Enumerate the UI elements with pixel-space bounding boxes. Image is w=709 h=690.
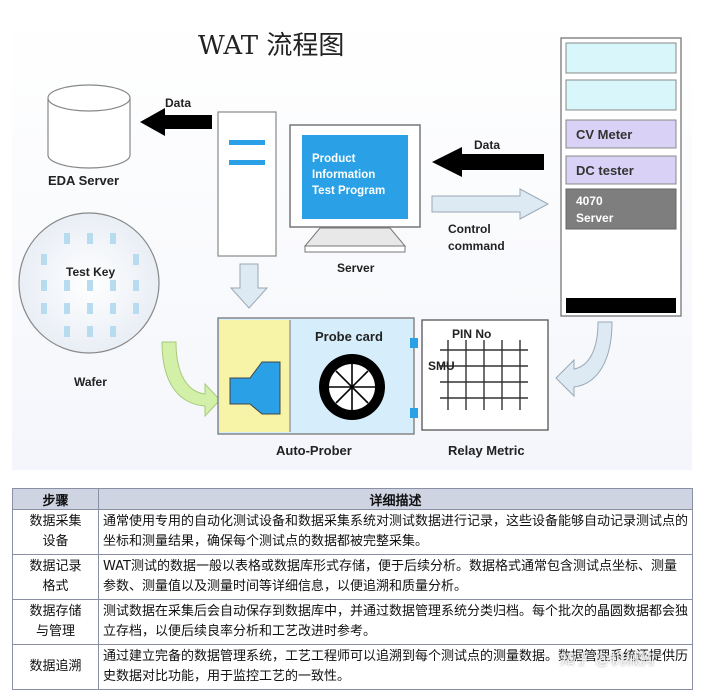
green-curved-arrow-icon xyxy=(161,341,221,418)
pin-no-label: PIN No xyxy=(452,327,491,341)
step-cell: 数据存储与管理 xyxy=(12,599,99,645)
server-4070-panel xyxy=(565,188,677,230)
step-cell: 数据采集设备 xyxy=(12,509,99,555)
table-row: 数据存储与管理 测试数据在采集后会自动保存到数据库中，并通过数据管理系统分类归档… xyxy=(12,599,693,645)
header-description: 详细描述 xyxy=(98,488,693,510)
step-cell: 数据记录格式 xyxy=(12,554,99,600)
auto-prober xyxy=(217,317,418,435)
monitor-text-test-program: Test Program xyxy=(312,185,385,197)
auto-prober-label: Auto-Prober xyxy=(276,443,352,458)
relay-metric-label: Relay Metric xyxy=(448,443,525,458)
description-cell: 通常使用专用的自动化测试设备和数据采集系统对测试数据进行记录，这些设备能够自动记… xyxy=(98,509,693,555)
dc-tester-label: DC tester xyxy=(576,163,634,178)
cv-meter-label: CV Meter xyxy=(576,127,632,142)
table-header-row: 步骤 详细描述 xyxy=(12,488,693,510)
description-cell: 通过建立完备的数据管理系统，工艺工程师可以追溯到每个测试点的测量数据。数据管理系… xyxy=(98,644,693,690)
probe-card-label: Probe card xyxy=(315,329,383,344)
test-rack xyxy=(560,37,682,317)
rack-slot-1 xyxy=(565,42,677,74)
step-cell: 数据追溯 xyxy=(12,644,99,690)
table-row: 数据记录格式 WAT测试的数据一般以表格或数据库形式存储，便于后续分析。数据格式… xyxy=(12,554,693,600)
control-command-label-line1: Control xyxy=(448,222,491,236)
cv-meter-panel xyxy=(565,119,677,149)
wat-data-table-wrapper: 步骤 详细描述 数据采集设备 通常使用专用的自动化测试设备和数据采集系统对测试数… xyxy=(12,488,693,690)
wat-flow-diagram: WAT 流程图 EDA Server Data Product Informat… xyxy=(12,12,692,470)
table-row: 数据采集设备 通常使用专用的自动化测试设备和数据采集系统对测试数据进行记录，这些… xyxy=(12,509,693,555)
rack-slot-2 xyxy=(565,79,677,111)
data-left-label: Data xyxy=(165,96,191,110)
watermark: 知乎 @机械狗 xyxy=(560,650,655,668)
monitor-text-product: Product xyxy=(312,153,356,165)
diagram-title: WAT 流程图 xyxy=(198,31,344,61)
monitor-text-information: Information xyxy=(312,169,375,181)
wafer-icon xyxy=(18,212,160,354)
server-label: Server xyxy=(337,261,375,275)
wafer-label: Wafer xyxy=(74,375,107,389)
server-4070-label-line2: Server xyxy=(576,211,614,225)
monitor-icon xyxy=(289,124,421,253)
rack-to-relay-arrow-icon xyxy=(555,321,613,398)
description-cell: WAT测试的数据一般以表格或数据库形式存储，便于后续分析。数据格式通常包含测试点… xyxy=(98,554,693,600)
server-4070-label-line1: 4070 xyxy=(576,194,603,208)
prober-chuck-icon xyxy=(229,361,281,415)
header-step: 步骤 xyxy=(12,488,99,510)
rack-base xyxy=(566,298,676,313)
table-row: 数据追溯 通过建立完备的数据管理系统，工艺工程师可以追溯到每个测试点的测量数据。… xyxy=(12,644,693,690)
control-command-label-line2: command xyxy=(448,239,505,253)
test-key-label: Test Key xyxy=(66,265,115,279)
description-cell: 测试数据在采集后会自动保存到数据库中，并通过数据管理系统分类归档。每个批次的晶圆… xyxy=(98,599,693,645)
eda-server-database-icon xyxy=(47,84,131,169)
eda-server-label: EDA Server xyxy=(48,173,119,188)
data-arrow-right xyxy=(432,147,544,177)
data-right-label: Data xyxy=(474,138,500,152)
server-tower-icon xyxy=(217,111,277,257)
wat-data-table: 步骤 详细描述 数据采集设备 通常使用专用的自动化测试设备和数据采集系统对测试数… xyxy=(12,488,693,690)
control-command-arrow xyxy=(431,188,550,220)
data-arrow-left xyxy=(140,108,212,136)
relay-metric xyxy=(421,319,549,431)
dc-tester-panel xyxy=(565,155,677,185)
smu-label: SMU xyxy=(428,359,455,373)
down-arrow-icon xyxy=(229,263,269,309)
